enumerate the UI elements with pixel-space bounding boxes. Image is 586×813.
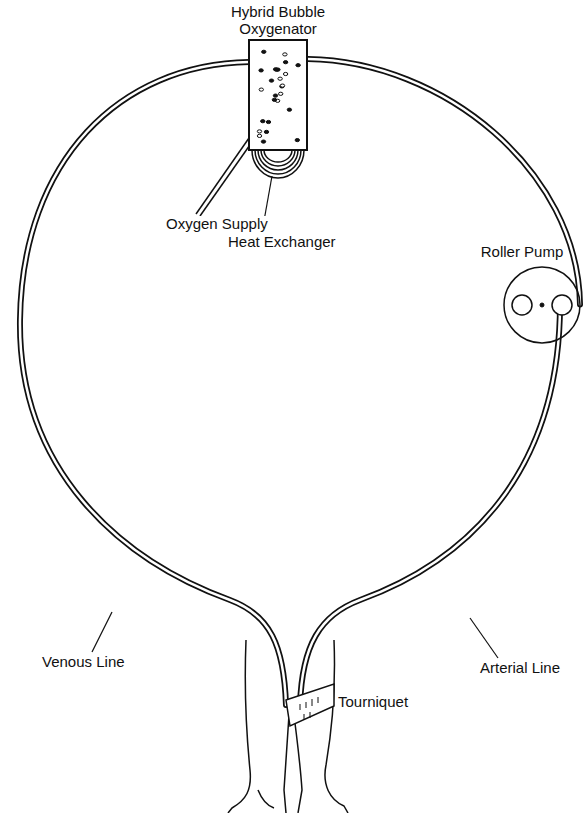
part-label: Heat Exchanger [226,234,338,251]
node-heading: Hybrid Bubble Oxygenator [223,4,333,37]
arterial-tube [300,304,560,705]
heat-exchanger-coils [252,150,304,178]
oxygen-supply-tube [196,138,252,216]
tube-connector [308,59,580,305]
bubble-dots [250,41,306,149]
part-label: Venous Line [40,654,127,671]
pump-node: Roller Pump [462,244,582,345]
legs-figure [228,640,348,813]
leader-lines [92,176,498,712]
part-label: Oxygen Supply [164,216,270,233]
roller-pump-circle [502,265,582,345]
part-label: Tourniquet [336,694,410,711]
oxygenator-box [248,39,308,151]
tourniquet-band [286,684,334,726]
venous-tube [20,62,286,705]
part-label: Arterial Line [478,660,562,677]
oxygenator-node: Hybrid Bubble Oxygenator [178,4,378,151]
node-heading: Roller Pump [462,244,582,261]
